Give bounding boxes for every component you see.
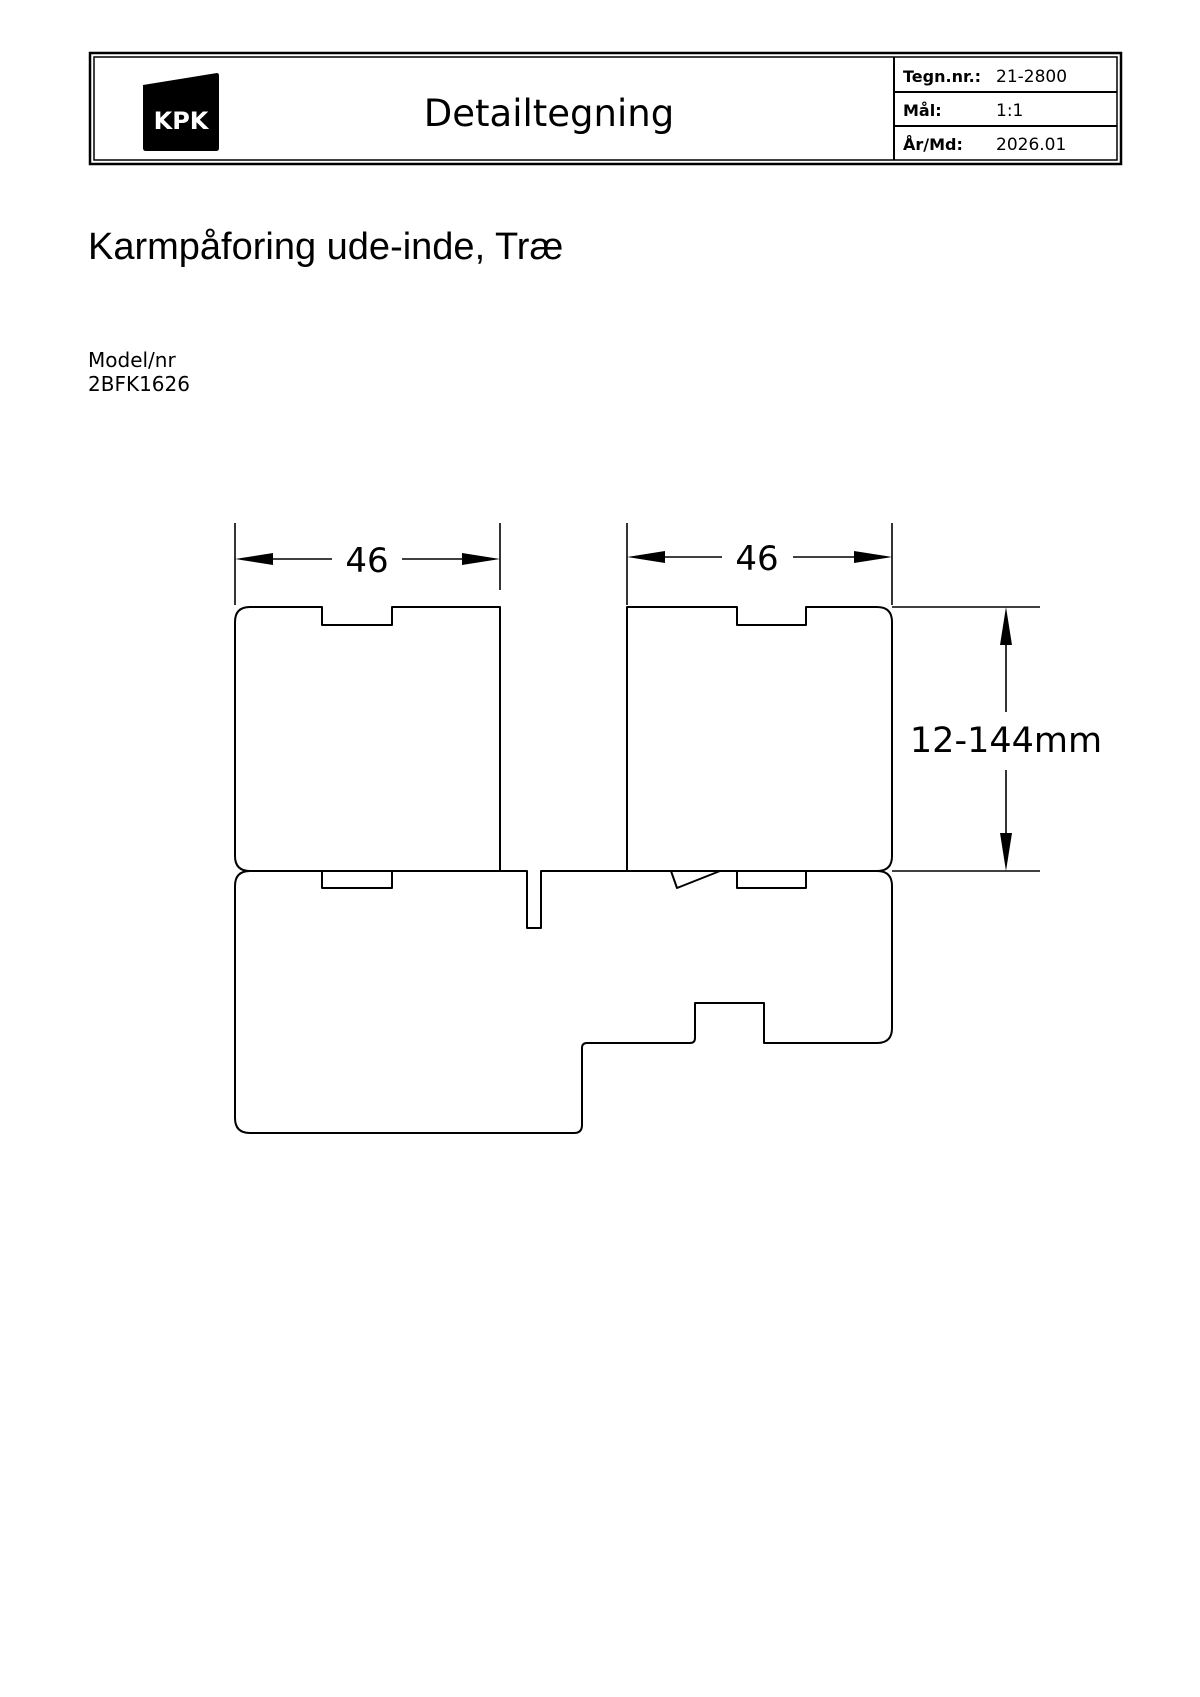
dimension-height bbox=[892, 606, 1040, 872]
arrowhead-left-b bbox=[462, 553, 500, 565]
drawing-type-title: Detailtegning bbox=[424, 92, 674, 135]
dimension-left-width bbox=[234, 523, 501, 605]
title-block: KPK Detailtegning Tegn.nr.: 21-2800 Mål:… bbox=[88, 51, 1123, 166]
date-value: 2026.01 bbox=[996, 135, 1066, 155]
model-number: 2BFK1626 bbox=[88, 372, 190, 396]
left-upper-profile bbox=[234, 606, 501, 872]
scale-label: Mål: bbox=[903, 101, 942, 120]
logo-text: KPK bbox=[154, 107, 210, 135]
dimension-right-width bbox=[626, 523, 893, 605]
base-groove-left bbox=[321, 871, 393, 889]
base-groove-right bbox=[736, 871, 807, 889]
arrowhead-height-top bbox=[1000, 607, 1012, 645]
drawing-number-value: 21-2800 bbox=[996, 67, 1067, 87]
arrowhead-right-a bbox=[627, 551, 665, 563]
right-upper-profile bbox=[626, 606, 893, 872]
base-profile bbox=[234, 870, 893, 1134]
scale-value: 1:1 bbox=[996, 101, 1023, 121]
arrowhead-right-b bbox=[854, 551, 892, 563]
slant-detail bbox=[670, 870, 721, 889]
drawing-number-label: Tegn.nr.: bbox=[903, 67, 981, 86]
model-label: Model/nr bbox=[88, 348, 176, 372]
document-title: Karmpåforing ude-inde, Træ bbox=[88, 226, 564, 268]
left-width-label: 46 bbox=[345, 541, 388, 581]
kpk-logo: KPK bbox=[143, 73, 219, 151]
model-info: Model/nr 2BFK1626 bbox=[88, 348, 190, 396]
date-label: År/Md: bbox=[903, 135, 963, 154]
right-width-label: 46 bbox=[735, 539, 778, 579]
height-range-label: 12-144mm bbox=[910, 721, 1102, 761]
arrowhead-left-a bbox=[235, 553, 273, 565]
arrowhead-height-bottom bbox=[1000, 833, 1012, 871]
